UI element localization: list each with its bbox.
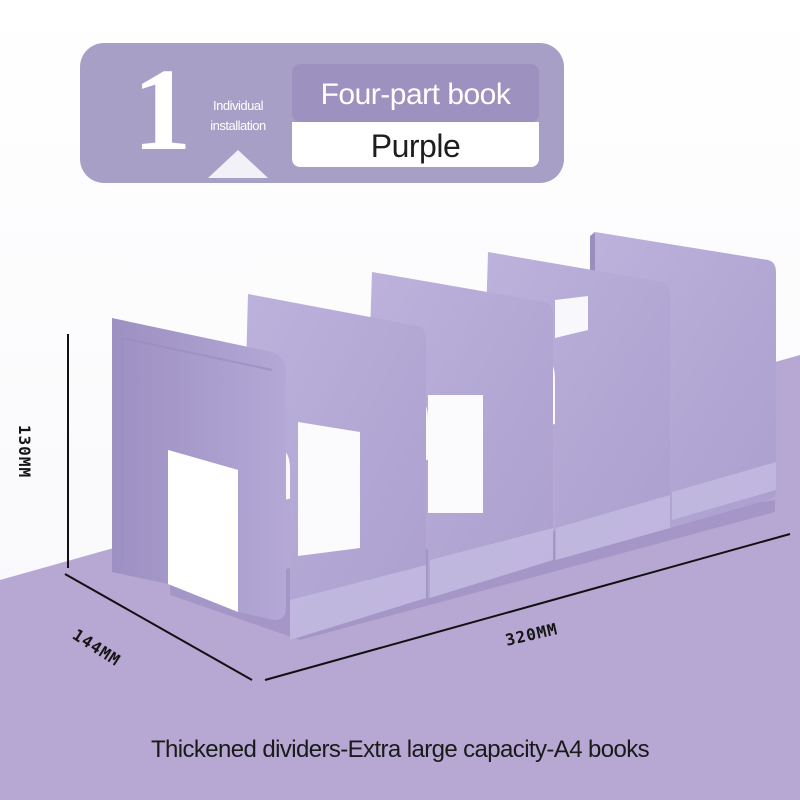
front-end-panel (112, 318, 286, 620)
dimension-lines (64, 334, 791, 681)
badge-caret (208, 150, 268, 178)
product-caption: Thickened dividers-Extra large capacity-… (150, 736, 650, 763)
badge-color-name: Purple (370, 128, 461, 164)
book-organizer (112, 232, 776, 640)
badge-title: Four-part book (320, 78, 511, 111)
badge-note-line1: Individual (213, 98, 263, 113)
badge-color-box (292, 122, 539, 167)
divider-2 (244, 294, 426, 640)
badge-title-box (292, 64, 539, 122)
badge-note: Individual installation (200, 96, 276, 136)
badge-note-line2: installation (210, 118, 266, 133)
badge-number: 1 (132, 44, 192, 175)
height-dimension-label: 130MM (15, 424, 35, 479)
